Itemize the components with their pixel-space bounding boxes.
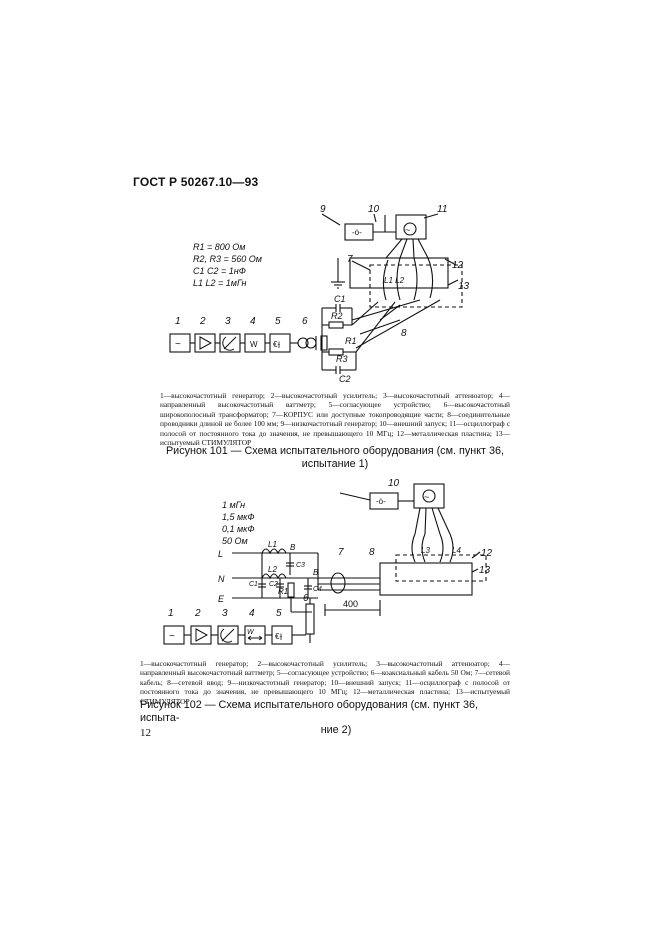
figure-101-caption: 1—высокочастотный генератор; 2—высокочас… bbox=[160, 391, 510, 448]
fig1-label-r2: R2 bbox=[331, 311, 343, 321]
figure-102-title-line1: Рисунок 102 — Схема испытательного обору… bbox=[140, 699, 479, 724]
fig1-num-5: 5 bbox=[275, 316, 281, 327]
wattmeter-icon-2 bbox=[247, 635, 263, 641]
figure-102-caption: 1—высокочастотный генератор; 2—высокочас… bbox=[140, 659, 510, 706]
fig2-num-7: 7 bbox=[338, 547, 344, 558]
trigger-icon: -ȯ- bbox=[352, 228, 362, 237]
fig1-label-l1l2: L1 L2 bbox=[384, 276, 405, 285]
fig2-label-b-2: B bbox=[313, 568, 319, 577]
fig1-num-12: 12 bbox=[452, 260, 464, 271]
fig2-param-1: 1 мГн bbox=[222, 500, 245, 510]
fig2-num-12: 12 bbox=[481, 548, 493, 559]
attenuator-icon bbox=[222, 336, 237, 351]
attenuator-icon-2 bbox=[220, 628, 235, 643]
fig2-label-c2: C2 bbox=[269, 581, 278, 588]
fig2-num-8: 8 bbox=[369, 547, 375, 558]
generator-icon: ~ bbox=[175, 339, 181, 350]
fig1-num-8: 8 bbox=[401, 328, 407, 339]
fig2-label-l1: L1 bbox=[268, 540, 277, 549]
figure-102-title-line2: ние 2) bbox=[320, 724, 352, 736]
fig2-label-c3: C3 bbox=[296, 562, 305, 569]
fig2-label-l2: L2 bbox=[268, 565, 277, 574]
fig2-num-2: 2 bbox=[194, 608, 201, 619]
fig1-num-11: 11 bbox=[437, 204, 447, 215]
fig1-num-9: 9 bbox=[320, 204, 326, 215]
wattmeter-label-w: W bbox=[247, 629, 255, 636]
fig1-num-10: 10 bbox=[368, 204, 380, 215]
fig2-num-3: 3 bbox=[222, 608, 228, 619]
fig2-num-10: 10 bbox=[388, 478, 400, 489]
fig2-label-c4: C4 bbox=[313, 586, 322, 593]
figure-101-title-line2: испытание 1) bbox=[301, 457, 369, 470]
matching-device-icon-2: €⫲ bbox=[275, 632, 282, 641]
dimension-400: 400 bbox=[343, 599, 358, 609]
fig1-param-c1c2: C1 C2 = 1нФ bbox=[193, 266, 246, 276]
line-label-l: L bbox=[218, 549, 223, 559]
fig1-label-r1: R1 bbox=[345, 336, 357, 346]
fig1-label-c2: C2 bbox=[339, 374, 351, 384]
line-label-n: N bbox=[218, 574, 225, 584]
figure-102-title: Рисунок 102 — Схема испытательного обору… bbox=[140, 699, 512, 737]
figure-101-title-line1: Рисунок 101 — Схема испытательного обору… bbox=[165, 445, 505, 457]
fig2-label-c1: C1 bbox=[249, 581, 258, 588]
fig2-num-6: 6 bbox=[303, 593, 309, 604]
fig1-param-r2r3: R2, R3 = 560 Ом bbox=[193, 254, 262, 264]
page-number: 12 bbox=[140, 727, 151, 739]
figure-101-title: Рисунок 101 — Схема испытательного обору… bbox=[160, 445, 510, 470]
trigger-icon-2: -ȯ- bbox=[376, 497, 386, 506]
fig1-num-2: 2 bbox=[199, 316, 206, 327]
fig2-label-r1: R1 bbox=[278, 587, 288, 596]
fig1-num-4: 4 bbox=[250, 316, 256, 327]
fig2-label-b: B bbox=[290, 543, 296, 552]
fig2-param-2: 1,5 мкФ bbox=[222, 512, 255, 522]
matching-device-icon: €⫲ bbox=[273, 340, 280, 349]
fig2-num-4: 4 bbox=[249, 608, 255, 619]
line-label-e: E bbox=[218, 594, 225, 604]
fig1-param-l1l2: L1 L2 = 1мГн bbox=[193, 278, 246, 288]
fig1-num-1: 1 bbox=[175, 316, 181, 327]
fig2-label-l3: L3 bbox=[421, 546, 430, 555]
fig1-num-3: 3 bbox=[225, 316, 231, 327]
amplifier-icon bbox=[199, 336, 213, 350]
document-code: ГОСТ Р 50267.10—93 bbox=[133, 175, 259, 189]
fig1-num-6: 6 bbox=[302, 316, 308, 327]
fig1-num-7: 7 bbox=[347, 254, 353, 265]
fig1-num-13: 13 bbox=[458, 281, 470, 292]
fig1-param-r1: R1 = 800 Ом bbox=[193, 242, 245, 252]
wattmeter-icon: W bbox=[250, 340, 258, 349]
fig2-num-5: 5 bbox=[276, 608, 282, 619]
fig2-param-4: 50 Ом bbox=[222, 536, 248, 546]
fig2-num-1: 1 bbox=[168, 608, 174, 619]
oscilloscope-icon-2: ~ bbox=[424, 492, 429, 502]
fig2-param-3: 0,1 мкФ bbox=[222, 524, 255, 534]
fig2-num-13: 13 bbox=[479, 565, 491, 576]
amplifier-icon-2 bbox=[195, 628, 209, 642]
fig1-label-r3: R3 bbox=[336, 354, 348, 364]
oscilloscope-icon: ~ bbox=[405, 225, 410, 235]
fig2-label-l4: L4 bbox=[452, 546, 461, 555]
fig1-label-c1: C1 bbox=[334, 294, 346, 304]
generator-icon-2: ~ bbox=[169, 631, 175, 642]
